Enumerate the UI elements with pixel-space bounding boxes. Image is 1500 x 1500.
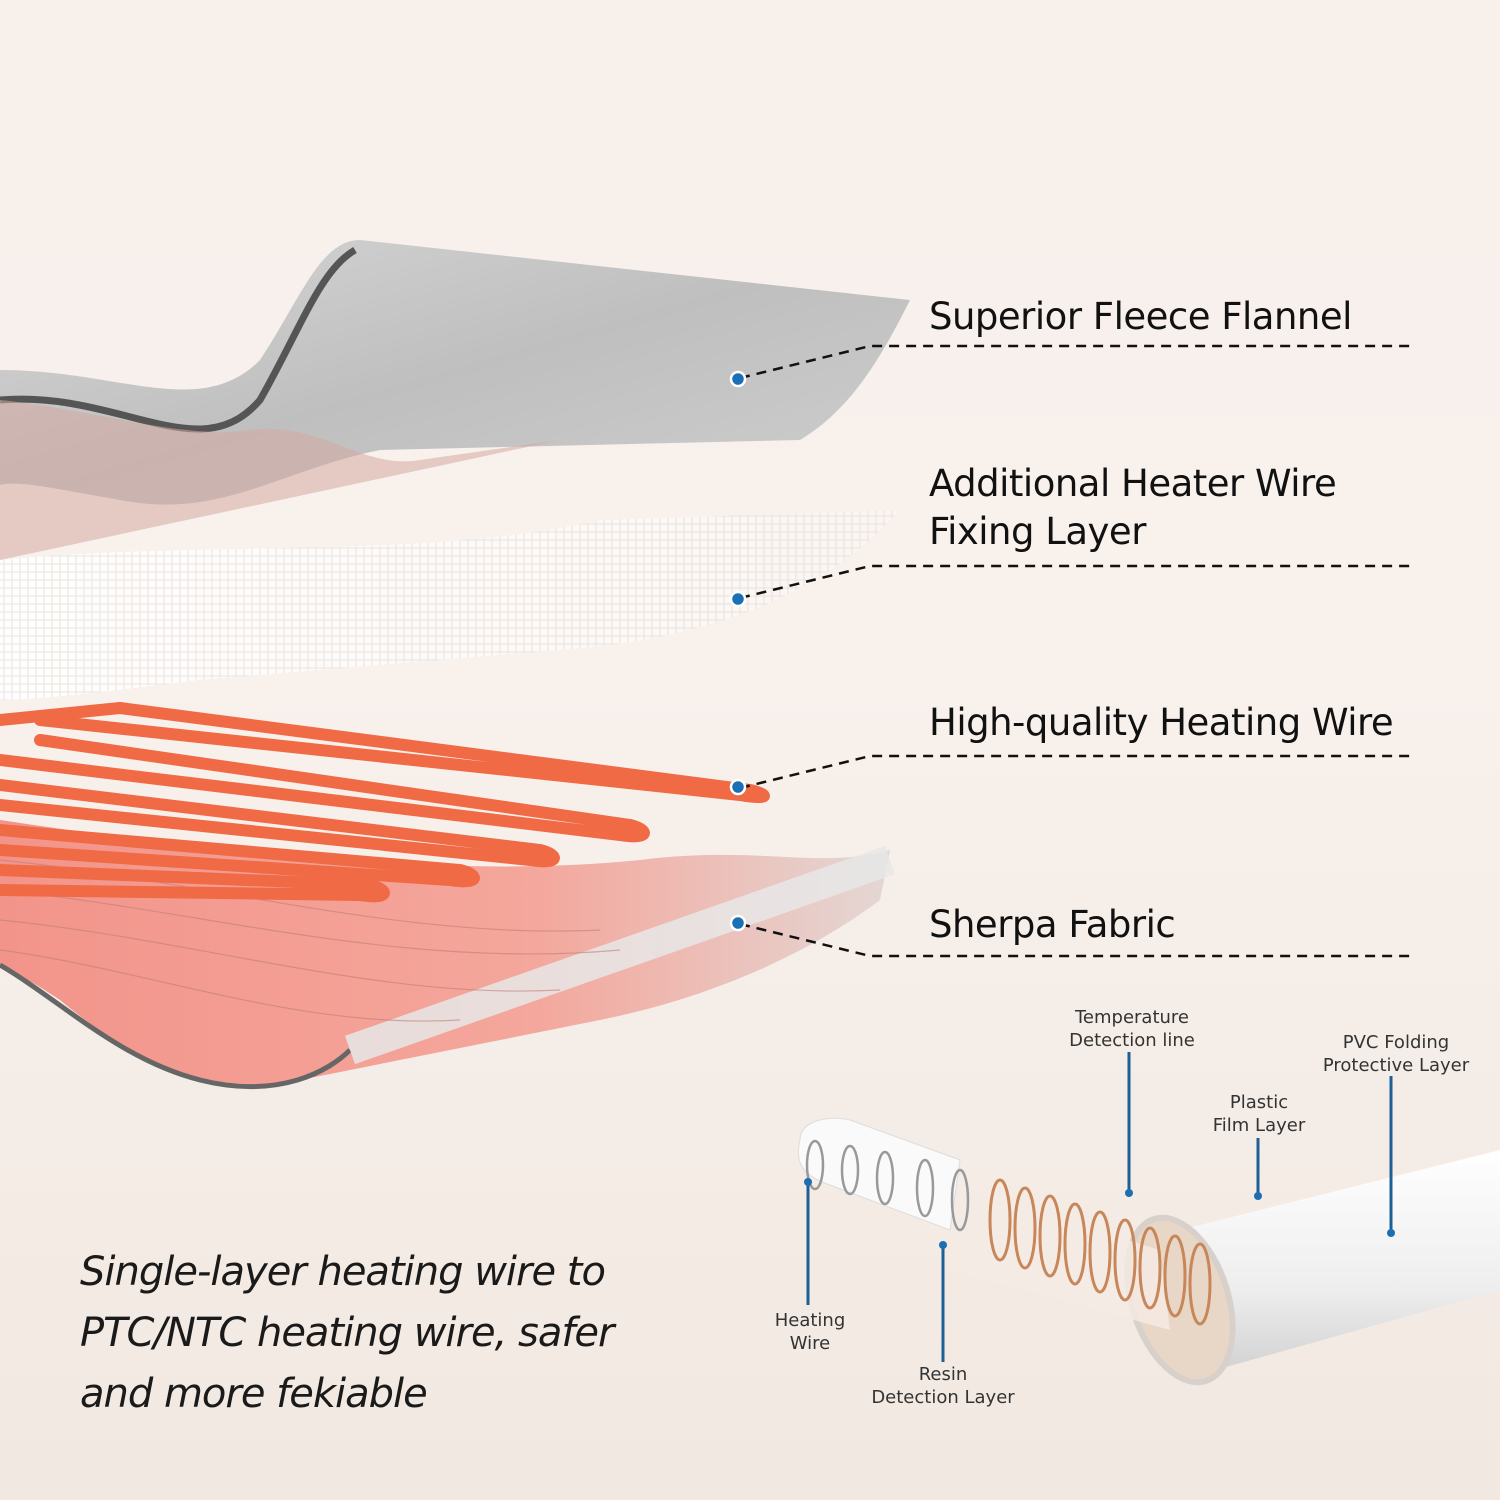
callout-lines — [739, 344, 1415, 958]
label-heating-wire: High-quality Heating Wire — [929, 701, 1394, 744]
label-resin-detection-layer: Resin Detection Layer — [871, 1364, 1015, 1408]
sherpa-layer — [0, 820, 895, 1090]
label-fleece-flannel: Superior Fleece Flannel — [929, 295, 1352, 338]
heating-wire-layer — [0, 702, 770, 903]
label-sherpa-fabric: Sherpa Fabric — [929, 903, 1176, 946]
fixing-mesh-layer — [0, 510, 900, 700]
fleece-layer — [0, 240, 910, 560]
cable-cross-section — [797, 1052, 1500, 1386]
tagline: Single-layer heating wire to PTC/NTC hea… — [80, 1249, 615, 1417]
marker-heating-icon — [729, 778, 747, 796]
marker-sherpa-icon — [729, 914, 747, 932]
label-pvc-protective-layer: PVC Folding Protective Layer — [1322, 1032, 1470, 1076]
label-temperature-detection-line: Temperature Detection line — [1069, 1007, 1195, 1051]
marker-fleece-icon — [729, 370, 747, 388]
label-plastic-film-layer: Plastic Film Layer — [1212, 1092, 1306, 1136]
label-heating-wire-core: Heating Wire — [774, 1310, 846, 1354]
marker-fixing-icon — [729, 590, 747, 608]
layer-markers — [729, 370, 747, 932]
label-fixing-layer: Additional Heater Wire Fixing Layer — [929, 462, 1337, 553]
